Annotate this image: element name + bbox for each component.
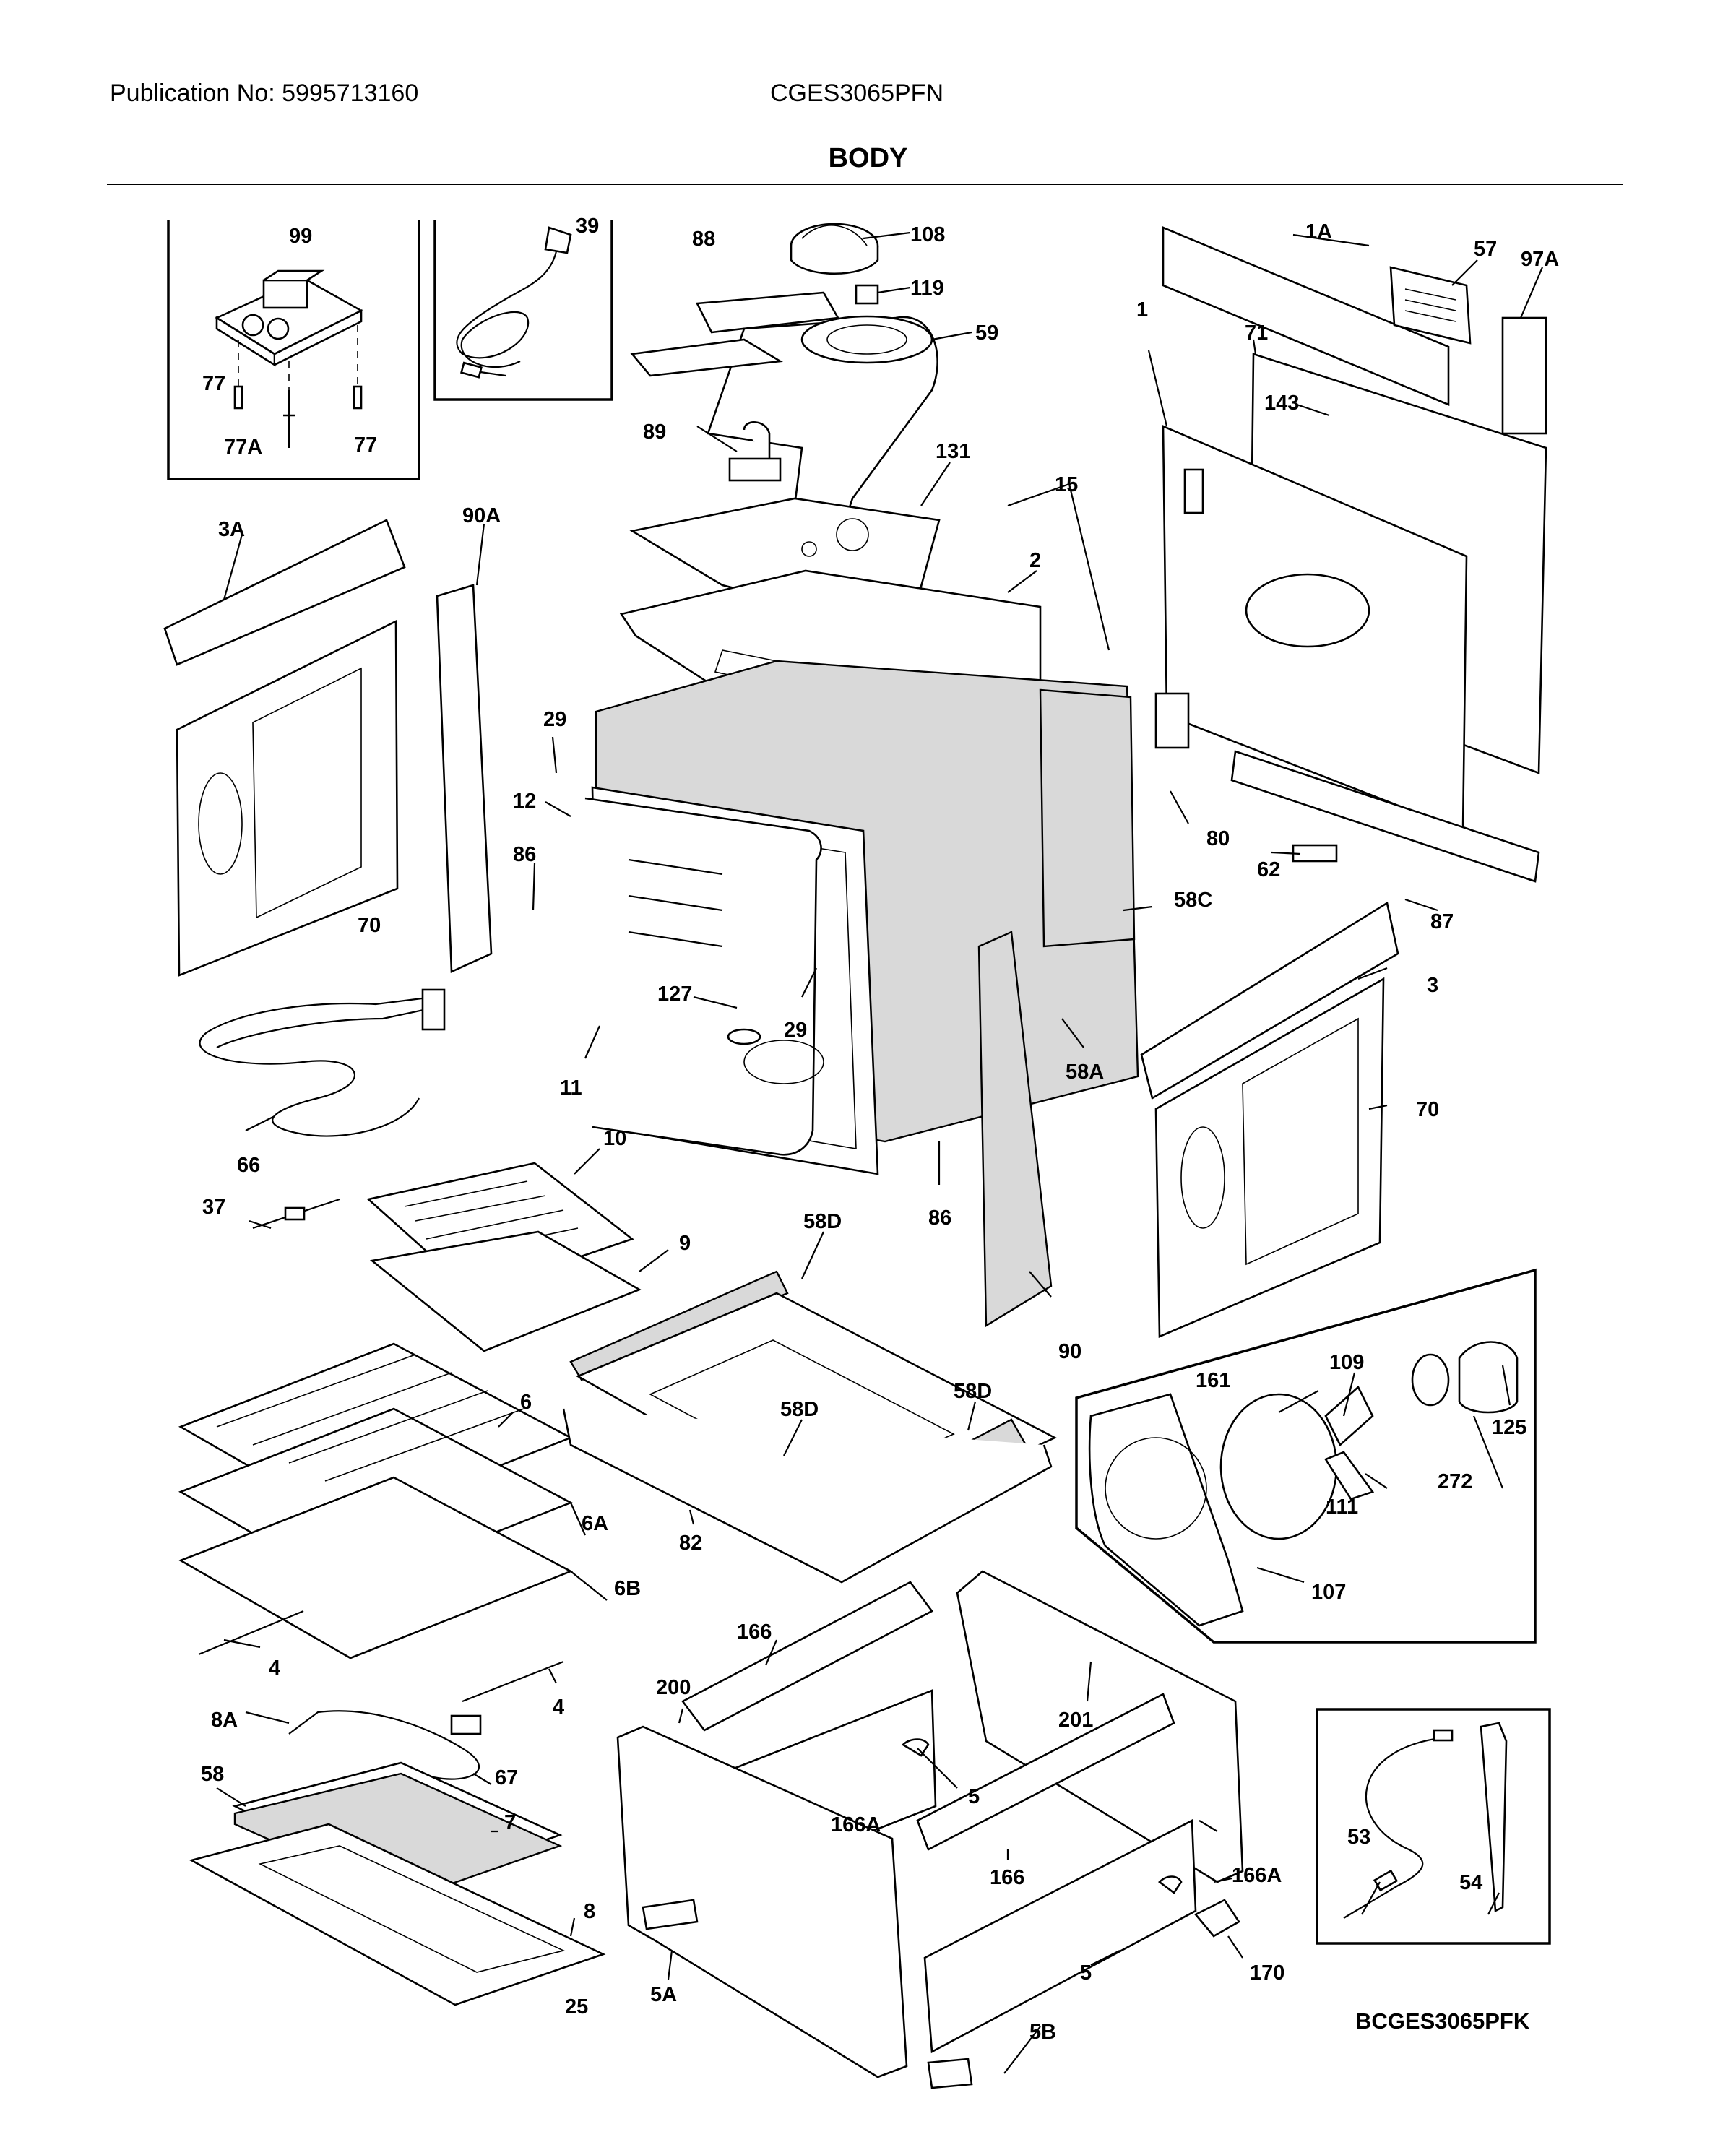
oven-cavity: [584, 660, 1139, 1175]
callout-88: 88: [692, 228, 715, 251]
publication-number: Publication No: 5995713160: [110, 79, 419, 107]
callout-25: 25: [565, 1995, 588, 2019]
callout-3: 3: [1427, 974, 1438, 997]
callout-3A: 3A: [218, 518, 245, 541]
callout-86: 86: [928, 1206, 951, 1230]
callout-80: 80: [1206, 827, 1230, 850]
callout-59: 59: [975, 321, 998, 345]
callout-86: 86: [513, 843, 536, 866]
callout-58A: 58A: [1066, 1061, 1104, 1084]
callout-107: 107: [1311, 1581, 1346, 1604]
callout-97A: 97A: [1521, 248, 1559, 271]
callout-9: 9: [679, 1232, 691, 1255]
callout-8A: 8A: [211, 1709, 238, 1732]
rear-panels: [1154, 226, 1547, 883]
callout-29: 29: [543, 708, 566, 731]
callout-71: 71: [1245, 321, 1268, 345]
callout-70: 70: [1416, 1098, 1439, 1121]
callout-161: 161: [1196, 1369, 1230, 1392]
callout-90: 90: [1058, 1340, 1081, 1363]
callout-4: 4: [269, 1657, 280, 1680]
callout-89: 89: [643, 420, 666, 444]
callout-5: 5: [1080, 1961, 1092, 1985]
callout-58: 58: [201, 1763, 224, 1786]
diagram-code: BCGES3065PFK: [1355, 2008, 1530, 2034]
callout-1: 1: [1136, 298, 1148, 321]
callout-77A: 77A: [224, 436, 262, 459]
front-frames: [616, 1570, 1244, 2078]
callout-77: 77: [202, 372, 225, 395]
blower-assembly: [630, 223, 938, 522]
callout-125: 125: [1492, 1416, 1526, 1439]
callout-57: 57: [1474, 238, 1497, 261]
inset-transformer-board: [167, 220, 420, 480]
callout-8: 8: [584, 1900, 595, 1923]
model-number: CGES3065PFN: [770, 79, 943, 107]
bake-element-and-bottom: [189, 1710, 606, 2006]
callout-5: 5: [968, 1785, 980, 1808]
callout-90A: 90A: [462, 504, 501, 527]
broil-element-and-pan: [199, 988, 642, 1352]
callout-109: 109: [1329, 1351, 1364, 1374]
callout-166: 166: [990, 1866, 1024, 1889]
callout-143: 143: [1264, 392, 1299, 415]
callout-2: 2: [1029, 549, 1041, 572]
callout-166A: 166A: [1232, 1864, 1282, 1887]
callout-1A: 1A: [1305, 220, 1332, 243]
header-divider: [107, 184, 1623, 185]
callout-127: 127: [657, 983, 692, 1006]
callout-200: 200: [656, 1676, 691, 1699]
callout-6B: 6B: [614, 1577, 641, 1600]
left-side-panels: [163, 519, 493, 977]
callout-77: 77: [354, 433, 377, 457]
callout-119: 119: [910, 277, 944, 300]
callout-5A: 5A: [650, 1983, 677, 2006]
callout-29: 29: [784, 1019, 807, 1042]
callout-70: 70: [358, 914, 381, 937]
callout-108: 108: [910, 223, 945, 246]
callout-62: 62: [1257, 858, 1280, 881]
callout-54: 54: [1459, 1871, 1482, 1894]
callout-7: 7: [504, 1811, 516, 1834]
callout-leaders: [216, 231, 1544, 2074]
callout-58C: 58C: [1174, 889, 1212, 912]
callout-5B: 5B: [1029, 2021, 1056, 2044]
small-brackets: [642, 1738, 1240, 2089]
inset-convection-fan: [1075, 1268, 1537, 1644]
callout-6: 6: [520, 1391, 532, 1414]
callout-131: 131: [936, 440, 970, 463]
callout-166A: 166A: [831, 1813, 881, 1836]
callout-4: 4: [553, 1696, 564, 1719]
callout-58D: 58D: [780, 1398, 819, 1421]
callout-99: 99: [289, 225, 312, 248]
callout-37: 37: [202, 1196, 225, 1219]
callout-201: 201: [1058, 1709, 1093, 1732]
callout-87: 87: [1430, 910, 1454, 933]
inset-power-cord: [433, 220, 613, 401]
bottom-frame: [562, 1270, 1057, 1584]
callout-82: 82: [679, 1532, 702, 1555]
callout-10: 10: [603, 1127, 626, 1150]
inset-probe: [1316, 1708, 1551, 1945]
right-side-panels: [977, 901, 1399, 1338]
callout-170: 170: [1250, 1961, 1284, 1985]
callout-111: 111: [1326, 1495, 1358, 1519]
callout-58D: 58D: [954, 1380, 992, 1403]
oven-racks: [178, 1342, 574, 1703]
callout-11: 11: [560, 1076, 582, 1100]
callout-39: 39: [576, 215, 599, 238]
callout-272: 272: [1438, 1470, 1472, 1493]
callout-66: 66: [237, 1154, 260, 1177]
callout-67: 67: [495, 1766, 518, 1789]
callout-12: 12: [513, 790, 536, 813]
callout-166: 166: [737, 1620, 772, 1644]
callout-53: 53: [1347, 1826, 1370, 1849]
callout-15: 15: [1055, 473, 1078, 496]
callout-labels: 99 39 77 77 77A 88 108 119 59 89 131 15 …: [201, 215, 1559, 2044]
callout-58D: 58D: [803, 1210, 842, 1233]
callout-6A: 6A: [582, 1512, 608, 1535]
section-title: BODY: [828, 143, 908, 173]
